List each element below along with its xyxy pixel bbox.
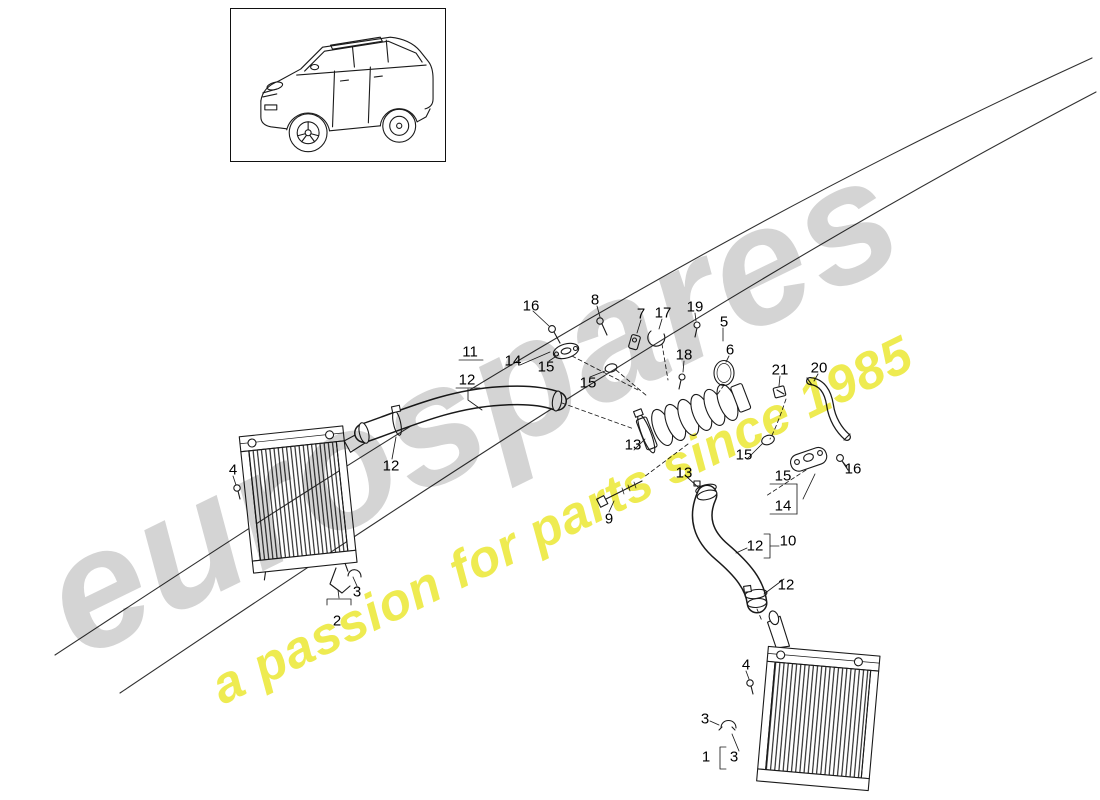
bolt-8-drawing xyxy=(596,317,604,325)
part-number-label[interactable]: 9 xyxy=(604,510,614,528)
part-number-label[interactable]: 20 xyxy=(810,359,828,377)
flange-14-15-right-drawing xyxy=(789,446,828,472)
part-number-label[interactable]: 12 xyxy=(746,537,764,555)
label-brackets xyxy=(326,359,816,770)
o-ring-15-right-drawing xyxy=(761,434,775,446)
part-number-label[interactable]: 21 xyxy=(771,361,789,379)
small-parts-upper-drawing xyxy=(548,317,701,373)
part-number-label[interactable]: 13 xyxy=(624,436,642,454)
vehicle-thumbnail-box xyxy=(230,8,446,162)
part-number-label[interactable]: 12 xyxy=(458,371,476,389)
bolt-4-right-drawing xyxy=(746,679,754,695)
part-number-label[interactable]: 11 xyxy=(462,343,478,361)
part-number-label[interactable]: 4 xyxy=(228,461,238,479)
part-number-label[interactable]: 1 xyxy=(701,748,711,766)
hose-20-drawing xyxy=(806,377,851,441)
part-number-label[interactable]: 2 xyxy=(332,612,342,630)
part-number-label[interactable]: 6 xyxy=(725,341,735,359)
part-number-label[interactable]: 3 xyxy=(700,710,710,728)
clip-3-left-drawing xyxy=(347,569,362,578)
part-number-label[interactable]: 5 xyxy=(719,313,729,331)
part-number-label[interactable]: 13 xyxy=(675,464,693,482)
upper-charge-hose-drawing xyxy=(354,385,567,444)
part-number-label[interactable]: 18 xyxy=(675,346,693,364)
center-air-duct-drawing xyxy=(633,383,752,454)
bracket-2-drawing xyxy=(329,567,351,594)
clip-3-right-drawing xyxy=(718,719,737,731)
clamp-17-drawing xyxy=(647,330,666,347)
right-intercooler-drawing xyxy=(756,610,881,792)
part-number-label[interactable]: 19 xyxy=(686,298,704,316)
bolt-4-left-drawing xyxy=(233,484,241,500)
part-number-label[interactable]: 15 xyxy=(735,446,753,464)
stud-9-drawing xyxy=(596,480,643,508)
part-number-label[interactable]: 7 xyxy=(636,305,646,323)
part-number-label[interactable]: 14 xyxy=(774,497,792,515)
part-number-label[interactable]: 8 xyxy=(590,291,600,309)
bolt-16-left-drawing xyxy=(548,325,556,333)
o-ring-15-mid-drawing xyxy=(604,363,618,373)
stud-18-drawing xyxy=(678,373,686,390)
leader-lines xyxy=(232,305,848,752)
part-number-label[interactable]: 16 xyxy=(844,460,862,478)
part-number-label[interactable]: 15 xyxy=(774,467,792,485)
part-number-label[interactable]: 16 xyxy=(522,297,540,315)
part-number-label[interactable]: 10 xyxy=(779,532,797,550)
cayenne-suv-line-drawing-icon xyxy=(260,36,434,153)
lower-charge-hose-drawing xyxy=(691,484,768,614)
part-number-label[interactable]: 15 xyxy=(579,374,597,392)
part-number-label[interactable]: 12 xyxy=(777,576,795,594)
clip-21-drawing xyxy=(772,385,787,399)
part-number-label[interactable]: 3 xyxy=(729,748,739,766)
watermark-swoosh xyxy=(54,57,1097,694)
part-number-label[interactable]: 15 xyxy=(537,358,555,376)
part-number-label[interactable]: 3 xyxy=(352,583,362,601)
part-number-label[interactable]: 17 xyxy=(654,304,672,322)
part-number-label[interactable]: 14 xyxy=(504,352,522,370)
gasket-15-left-drawing xyxy=(552,342,580,360)
part-number-label[interactable]: 4 xyxy=(741,656,751,674)
construction-lines xyxy=(561,343,807,622)
part-number-label[interactable]: 12 xyxy=(382,457,400,475)
